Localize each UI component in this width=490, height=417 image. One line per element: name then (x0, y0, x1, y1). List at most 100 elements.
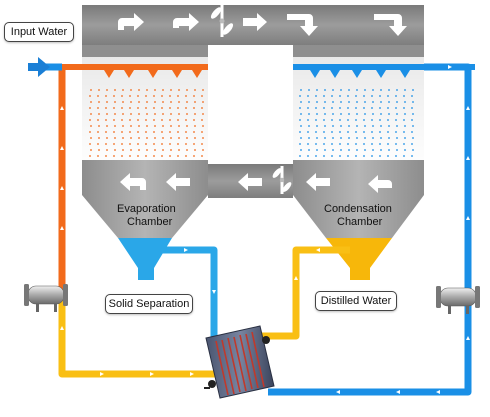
spray-droplet (121, 155, 123, 157)
spray-droplet (355, 107, 357, 109)
flow-arrow-icon (118, 13, 144, 31)
condensation-chamber (293, 57, 424, 238)
spray-droplet (388, 89, 390, 91)
spray-droplet (129, 143, 131, 145)
spray-droplet (178, 113, 180, 115)
spray-droplet (89, 143, 91, 145)
spray-droplet (186, 89, 188, 91)
spray-droplet (403, 107, 405, 109)
spray-droplet (363, 143, 365, 145)
spray-droplet (130, 149, 132, 151)
spray-droplet (395, 155, 397, 157)
spray-droplet (372, 89, 374, 91)
flow-arrow-icon (466, 106, 470, 110)
spray-droplet (138, 89, 140, 91)
spray-droplet (340, 101, 342, 103)
spray-droplet (194, 125, 196, 127)
spray-droplet (137, 155, 139, 157)
spray-droplet (355, 95, 357, 97)
flow-arrow-icon (212, 290, 216, 294)
spray-droplet (380, 113, 382, 115)
spray-droplet (411, 107, 413, 109)
spray-droplet (106, 101, 108, 103)
spray-droplet (105, 119, 107, 121)
spray-droplet (404, 149, 406, 151)
condensation-chamber-label-line2: Chamber (337, 216, 383, 228)
spray-droplet (387, 119, 389, 121)
spray-droplet (379, 95, 381, 97)
spray-droplet (193, 107, 195, 109)
input-arrow-icon (28, 57, 50, 77)
spray-droplet (379, 131, 381, 133)
spray-droplet (162, 101, 164, 103)
spray-droplet (356, 89, 358, 91)
spray-droplet (371, 155, 373, 157)
spray-droplet (113, 107, 115, 109)
spray-droplet (202, 101, 204, 103)
spray-droplet (154, 125, 156, 127)
spray-droplet (355, 119, 357, 121)
spray-droplet (380, 101, 382, 103)
spray-droplet (90, 149, 92, 151)
spray-droplet (372, 149, 374, 151)
spray-droplet (316, 149, 318, 151)
spray-droplet (307, 95, 309, 97)
spray-droplet (396, 89, 398, 91)
flow-arrow-icon (396, 390, 400, 394)
spray-droplet (379, 107, 381, 109)
spray-droplet (177, 131, 179, 133)
spray-droplet (201, 143, 203, 145)
flow-arrow-icon (166, 173, 190, 191)
spray-droplet (90, 125, 92, 127)
heat-exchanger-icon (204, 325, 275, 399)
spray-droplet (332, 137, 334, 139)
spray-droplet (371, 131, 373, 133)
spray-droplet (170, 149, 172, 151)
spray-droplet (299, 119, 301, 121)
spray-droplet (98, 113, 100, 115)
spray-droplet (154, 101, 156, 103)
spray-droplet (331, 131, 333, 133)
spray-droplet (138, 101, 140, 103)
spray-droplet (356, 149, 358, 151)
flow-arrow-icon (448, 65, 452, 69)
spray-droplet (299, 131, 301, 133)
spray-droplet (308, 89, 310, 91)
spray-droplet (411, 155, 413, 157)
spray-droplet (299, 143, 301, 145)
spray-droplet (193, 95, 195, 97)
spray-droplet (324, 101, 326, 103)
spray-droplet (372, 113, 374, 115)
spray-droplet (348, 89, 350, 91)
spray-droplet (169, 95, 171, 97)
flow-arrow-icon (336, 390, 340, 394)
top-duct (82, 5, 424, 57)
spray-droplet (300, 137, 302, 139)
spray-droplet (403, 143, 405, 145)
spray-droplet (299, 95, 301, 97)
spray-droplet (106, 149, 108, 151)
solid-separation-funnel (118, 238, 172, 280)
spray-droplet (339, 155, 341, 157)
spray-droplet (169, 155, 171, 157)
spray-droplet (340, 125, 342, 127)
spray-droplet (161, 143, 163, 145)
spray-droplet (355, 155, 357, 157)
flow-arrow-icon (466, 216, 470, 220)
spray-droplet (363, 155, 365, 157)
spray-droplet (324, 89, 326, 91)
spray-droplet (145, 155, 147, 157)
spray-droplet (113, 143, 115, 145)
spray-droplet (137, 143, 139, 145)
spray-droplet (323, 107, 325, 109)
spray-droplet (129, 107, 131, 109)
spray-droplet (371, 107, 373, 109)
spray-droplet (185, 119, 187, 121)
spray-droplet (113, 119, 115, 121)
spray-droplet (154, 149, 156, 151)
evaporation-spray-manifold (58, 64, 208, 78)
spray-droplet (411, 95, 413, 97)
spray-droplet (332, 113, 334, 115)
flow-arrow-icon (466, 156, 470, 160)
spray-droplet (129, 119, 131, 121)
